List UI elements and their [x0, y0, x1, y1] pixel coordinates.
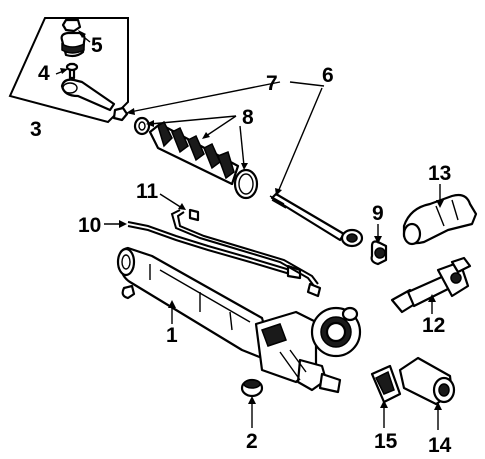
mounting-ear — [121, 284, 136, 300]
callout-13: 13 — [428, 162, 451, 185]
valve-housing — [254, 306, 362, 394]
shaft-coupler — [398, 356, 456, 406]
callout-7: 7 — [266, 72, 278, 95]
intermediate-shaft — [390, 256, 472, 314]
callout-2: 2 — [246, 430, 258, 453]
tie-rod-end — [60, 18, 116, 112]
mount-bushing — [240, 378, 264, 398]
pressure-line-fitting — [188, 208, 200, 222]
inner-tie-rod-shaft — [270, 192, 346, 242]
callout-10: 10 — [78, 214, 101, 237]
callout-14: 14 — [428, 434, 452, 457]
bellows-boot — [148, 120, 240, 186]
housing-left-end — [116, 247, 136, 277]
tie-rod-end-body — [60, 78, 116, 112]
inner-tie-rod — [269, 192, 364, 248]
pressure-line — [170, 209, 315, 287]
callout-5: 5 — [91, 34, 103, 57]
housing-body — [118, 246, 272, 360]
return-line — [127, 221, 291, 271]
callout-6: 6 — [322, 64, 334, 87]
stud-top — [65, 62, 79, 72]
jam-nut — [112, 106, 129, 122]
leader-lines — [55, 30, 444, 430]
callout-4: 4 — [38, 62, 50, 85]
intermediate-shaft-boot — [402, 193, 478, 246]
callout-1: 1 — [166, 324, 178, 347]
pinion-shaft — [318, 372, 342, 394]
rack-bushing — [370, 240, 388, 266]
callout-9: 9 — [372, 202, 384, 225]
callout-8: 8 — [242, 106, 254, 129]
callout-labels: 5 4 3 7 6 8 11 10 9 13 1 12 2 15 14 — [30, 34, 452, 457]
boot-clamp-small — [133, 116, 151, 136]
pressure-lines — [127, 208, 322, 298]
valve-port — [341, 306, 359, 322]
tie-rod-end-boot-band — [61, 42, 85, 54]
callout-11: 11 — [136, 180, 159, 203]
callout-3: 3 — [30, 118, 42, 141]
callout-12: 12 — [422, 314, 445, 337]
tie-rod-end-socket — [62, 82, 78, 94]
callout-15: 15 — [374, 430, 398, 453]
rack-housing — [116, 246, 272, 360]
castle-nut — [61, 18, 82, 33]
